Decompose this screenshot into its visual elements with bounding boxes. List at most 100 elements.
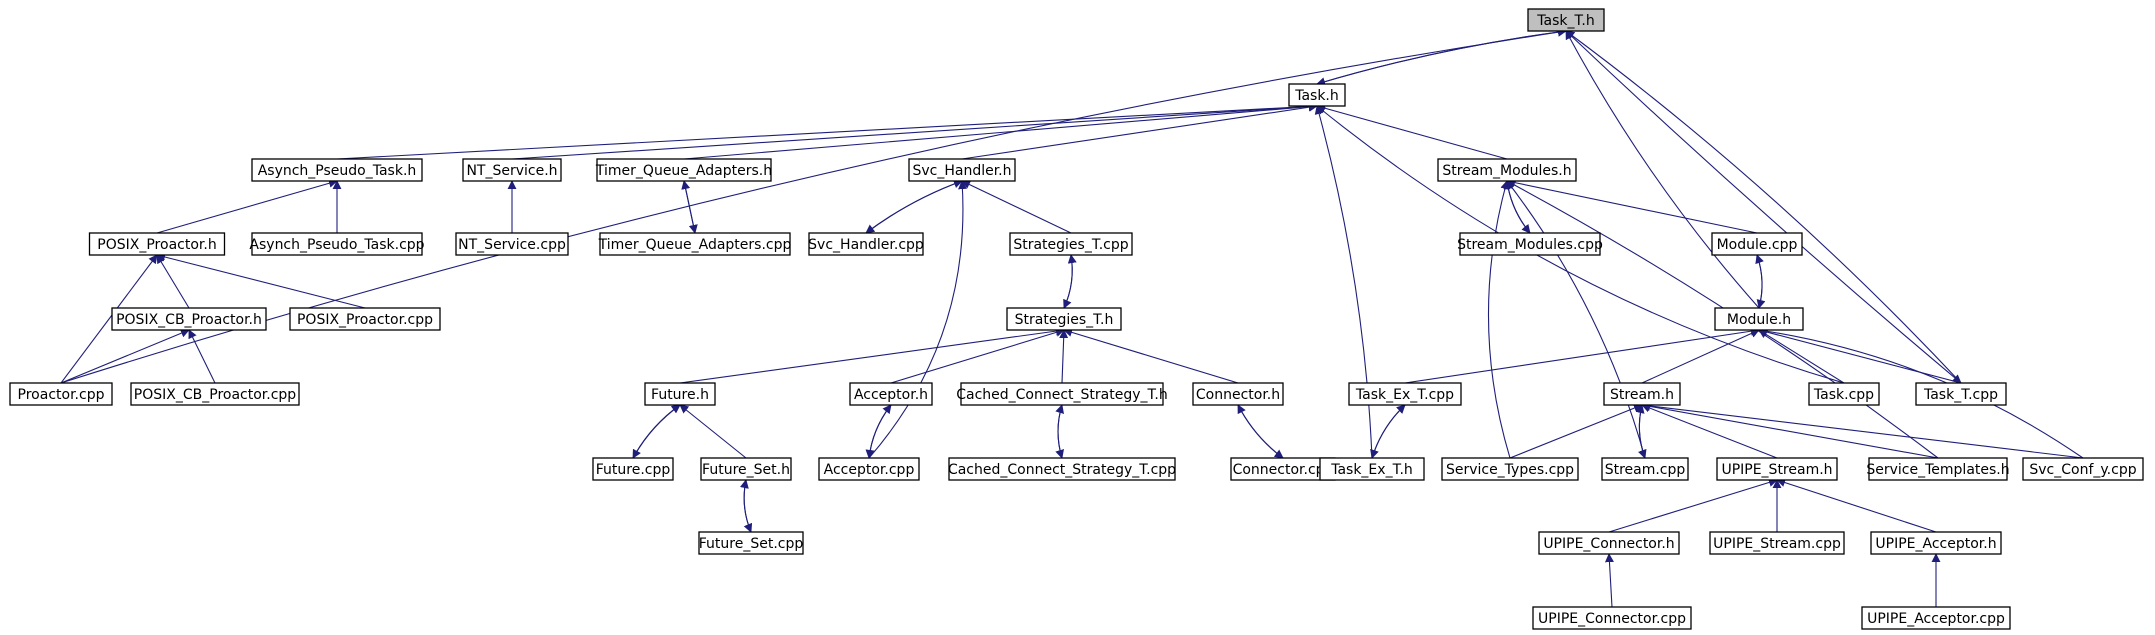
edges-layer	[60, 27, 2084, 608]
edge-line	[1316, 30, 1567, 87]
node-task-t-cpp[interactable]: Task_T.cpp	[1915, 382, 2007, 406]
node-posixcb-cpp[interactable]: POSIX_CB_Proactor.cpp	[130, 382, 300, 406]
node-proactor-cpp[interactable]: Proactor.cpp	[9, 382, 113, 406]
edge-upipe_acc_h-to-upipe_stream_h	[1776, 478, 1937, 533]
edge-future_h-to-strat_h	[679, 326, 1065, 384]
node-task-h[interactable]: Task.h	[1288, 83, 1346, 107]
edge-line	[336, 101, 1318, 160]
edge-line	[868, 180, 968, 459]
edge-line	[865, 180, 963, 234]
node-label: Stream_Modules.cpp	[1457, 237, 1603, 253]
edge-line	[1506, 180, 1646, 459]
node-svc-cpp[interactable]: Svc_Handler.cpp	[808, 232, 924, 256]
node-future-cpp[interactable]: Future.cpp	[592, 457, 674, 481]
node-sm-cpp[interactable]: Stream_Modules.cpp	[1457, 232, 1603, 256]
node-box	[111, 307, 267, 331]
edge-line	[1063, 254, 1073, 309]
edge-line	[1055, 404, 1064, 459]
edge-task_t_cpp-to-task_t_h	[1565, 30, 1962, 384]
node-acceptor-h[interactable]: Acceptor.h	[849, 382, 933, 406]
edge-proactor_cpp-to-posixp_h	[60, 254, 158, 384]
node-strat-h[interactable]: Strategies_T.h	[1006, 307, 1122, 331]
node-sm-h[interactable]: Stream_Modules.h	[1437, 158, 1577, 182]
node-upipe-stream-cpp[interactable]: UPIPE_Stream.cpp	[1709, 531, 1845, 555]
node-label: Task.cpp	[1813, 387, 1874, 403]
node-asynch-cpp[interactable]: Asynch_Pseudo_Task.cpp	[249, 232, 425, 256]
node-svc-h[interactable]: Svc_Handler.h	[908, 158, 1016, 182]
node-connector-cpp[interactable]: Connector.cpp	[1230, 457, 1336, 481]
edge-connector_h-to-connector_cpp	[1237, 404, 1284, 459]
node-future-h[interactable]: Future.h	[644, 382, 716, 406]
node-label: Svc_Conf_y.cpp	[2029, 462, 2136, 478]
node-label: UPIPE_Acceptor.cpp	[1867, 611, 2005, 627]
node-upipe-acc-cpp[interactable]: UPIPE_Acceptor.cpp	[1861, 606, 2011, 630]
node-svcconf-cpp[interactable]: Svc_Conf_y.cpp	[2022, 457, 2144, 481]
edge-acceptor_h-to-strat_h	[890, 328, 1065, 384]
node-nt-h[interactable]: NT_Service.h	[462, 158, 562, 182]
node-stream-cpp[interactable]: Stream.cpp	[1601, 457, 1689, 481]
node-posixcb-h[interactable]: POSIX_CB_Proactor.h	[111, 307, 267, 331]
edge-upipe_conn_h-to-upipe_stream_h	[1608, 478, 1778, 533]
edge-stream_h-to-stream_cpp	[1638, 404, 1647, 459]
node-taskex-t-h[interactable]: Task_Ex_T.h	[1319, 457, 1425, 481]
node-box	[592, 457, 674, 481]
node-box	[1601, 457, 1689, 481]
node-box	[9, 382, 113, 406]
node-module-h[interactable]: Module.h	[1714, 307, 1804, 331]
node-label: Svc_Handler.h	[912, 163, 1011, 179]
node-label: Timer_Queue_Adapters.h	[595, 163, 772, 179]
edge-taskex_t_h-to-taskex_h	[1371, 404, 1406, 459]
node-label: NT_Service.cpp	[458, 237, 566, 253]
node-box	[455, 232, 569, 256]
node-upipe-acc-h[interactable]: UPIPE_Acceptor.h	[1870, 531, 2002, 555]
edge-svc_h-to-svc_cpp	[865, 180, 963, 234]
edge-line	[1758, 327, 1962, 384]
node-ccs-cpp[interactable]: Cached_Connect_Strategy_T.cpp	[948, 457, 1176, 481]
node-box	[1538, 531, 1680, 555]
edge-task_t_cpp-to-module_h	[1758, 327, 1962, 384]
node-stream-h[interactable]: Stream.h	[1603, 382, 1681, 406]
edge-acceptor_cpp-to-svc_h	[868, 180, 968, 459]
node-posixp-h[interactable]: POSIX_Proactor.h	[88, 232, 226, 256]
edge-posixp_h-to-asynch_h	[156, 178, 338, 234]
node-tqa-h[interactable]: Timer_Queue_Adapters.h	[595, 158, 772, 182]
node-stempl-h[interactable]: Service_Templates.h	[1866, 457, 2010, 481]
node-nt-cpp[interactable]: NT_Service.cpp	[455, 232, 569, 256]
edge-sm_h-to-task_h	[1316, 103, 1508, 160]
edge-strat_cpp-to-svc_h	[961, 180, 1072, 234]
node-label: NT_Service.h	[466, 163, 557, 179]
node-label: Task.h	[1294, 88, 1339, 104]
node-upipe-conn-cpp[interactable]: UPIPE_Connector.cpp	[1532, 606, 1692, 630]
edge-line	[1638, 404, 1647, 459]
node-tqa-cpp[interactable]: Timer_Queue_Adapters.cpp	[598, 232, 792, 256]
node-posixp-cpp[interactable]: POSIX_Proactor.cpp	[289, 307, 441, 331]
edge-line	[1565, 30, 1962, 384]
node-upipe-conn-h[interactable]: UPIPE_Connector.h	[1538, 531, 1680, 555]
node-box	[1459, 232, 1601, 256]
node-label: Asynch_Pseudo_Task.cpp	[249, 237, 424, 253]
node-strat-cpp[interactable]: Strategies_T.cpp	[1009, 232, 1133, 256]
edge-task_t_h-to-task_h	[1316, 30, 1567, 87]
node-task-cpp[interactable]: Task.cpp	[1808, 382, 1880, 406]
edge-proactor_cpp-to-posixcb_h	[60, 328, 190, 384]
node-futureset-cpp[interactable]: Future_Set.cpp	[698, 531, 804, 555]
node-task-t-h[interactable]: Task_T.h	[1527, 8, 1605, 32]
node-ccs-h[interactable]: Cached_Connect_Strategy_T.h	[956, 382, 1168, 406]
edge-taskex_h-to-taskex_t_h	[1370, 404, 1406, 459]
node-taskex-h[interactable]: Task_Ex_T.cpp	[1348, 382, 1462, 406]
node-asynch-h[interactable]: Asynch_Pseudo_Task.h	[251, 158, 423, 182]
node-st-cpp[interactable]: Service_Types.cpp	[1441, 457, 1579, 481]
node-upipe-stream-h[interactable]: UPIPE_Stream.h	[1716, 457, 1838, 481]
edge-line	[1487, 180, 1511, 459]
node-futureset-h[interactable]: Future_Set.h	[700, 457, 792, 481]
edge-line	[865, 179, 963, 234]
node-label: Acceptor.cpp	[824, 462, 915, 478]
edge-future_cpp-to-future_h	[632, 404, 681, 459]
node-label: POSIX_CB_Proactor.cpp	[134, 387, 296, 403]
node-acceptor-cpp[interactable]: Acceptor.cpp	[818, 457, 920, 481]
edge-line	[1371, 404, 1406, 459]
node-module-cpp[interactable]: Module.cpp	[1711, 232, 1803, 256]
node-connector-h[interactable]: Connector.h	[1192, 382, 1284, 406]
edge-tqa_h-to-tqa_cpp	[683, 180, 698, 234]
